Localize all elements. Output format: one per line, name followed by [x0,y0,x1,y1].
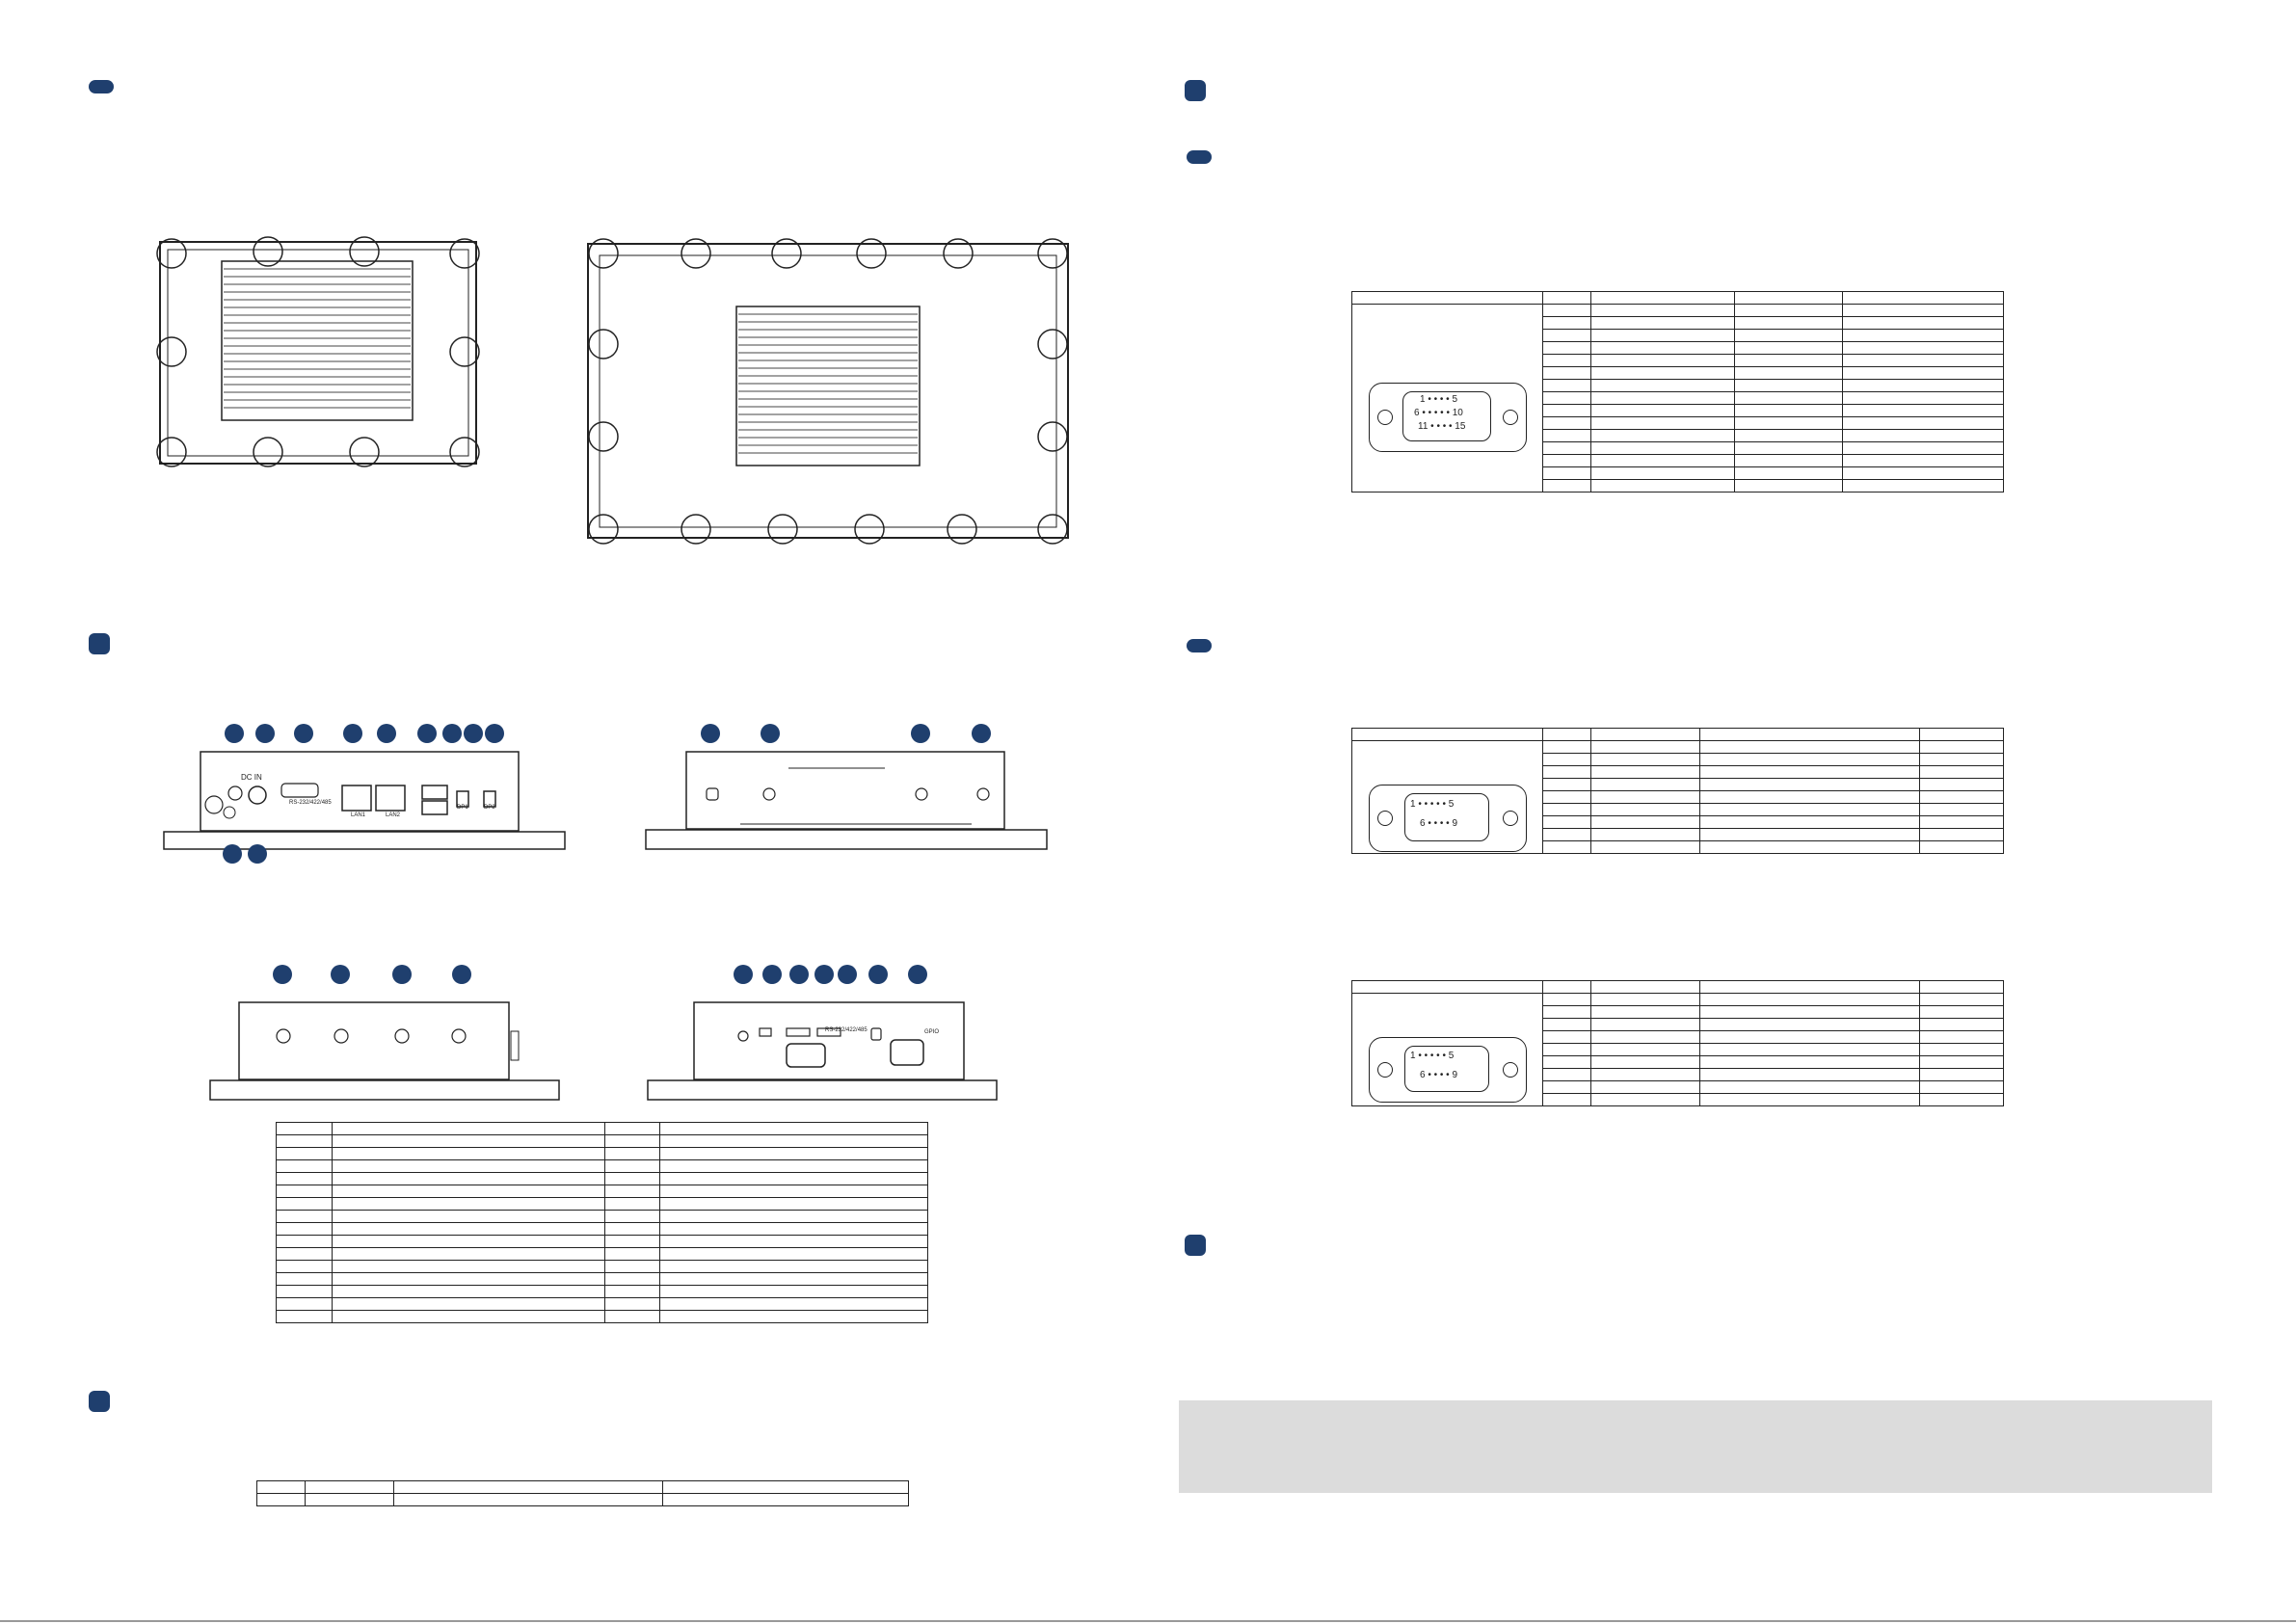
section-badge-2 [89,633,110,654]
callout [908,965,927,984]
db15-pins-row2: 6 • • • • • 10 [1414,408,1463,418]
port-label-dp2: DP2 [484,805,495,811]
section-badge-1 [89,80,114,93]
small-table [256,1480,909,1506]
callout [814,965,834,984]
section-badge-5 [1187,150,1212,164]
callout [442,724,462,743]
callout [225,724,244,743]
note-box [1179,1400,2212,1493]
callout [392,965,412,984]
callout [972,724,991,743]
callout [734,965,753,984]
port-label-dc-in: DC IN [241,773,262,782]
db15-pinout-table [1351,291,2004,493]
section-badge-3 [89,1391,110,1412]
io-view-bottom-drawing [163,751,566,850]
db9-connector-graphic-a: 1 • • • • • 5 6 • • • • 9 [1369,785,1527,852]
db9b-pins-row2: 6 • • • • 9 [1420,1070,1458,1080]
callout [273,965,292,984]
callout [762,965,782,984]
callout [789,965,809,984]
db9-connector-graphic-b: 1 • • • • • 5 6 • • • • 9 [1369,1037,1527,1103]
db15-pins-row1: 1 • • • • 5 [1420,394,1458,405]
db15-pins-row3: 11 • • • • 15 [1418,421,1466,432]
io-view-left-drawing [209,1001,560,1101]
callout [377,724,396,743]
callout [464,724,483,743]
callout [248,844,267,864]
callout [761,724,780,743]
callout [452,965,471,984]
callout [255,724,275,743]
section-badge-6 [1187,639,1212,652]
db9b-pins-row1: 1 • • • • • 5 [1410,1051,1455,1061]
callout [485,724,504,743]
callout [911,724,930,743]
section-badge-7 [1185,1235,1206,1256]
db15-connector-graphic: 1 • • • • 5 6 • • • • • 10 11 • • • • 15 [1369,383,1527,452]
callout [417,724,437,743]
rear-view-drawing-small [156,236,480,467]
callout [868,965,888,984]
db9a-pins-row1: 1 • • • • • 5 [1410,799,1455,810]
callout [838,965,857,984]
bottom-rule [0,1620,2296,1622]
io-view-right-drawing [647,1001,998,1101]
callout [343,724,362,743]
callout [331,965,350,984]
section-badge-4 [1185,80,1206,101]
port-label-lan2: LAN2 [386,812,401,818]
port-label-gpio: GPIO [924,1029,940,1035]
callout [223,844,242,864]
port-label-dp1: DP1 [457,805,468,811]
port-label-lan1: LAN1 [351,812,366,818]
callout [294,724,313,743]
callout [701,724,720,743]
port-label-rs232-2: RS-232/422/485 [825,1027,868,1033]
io-legend-table [276,1122,928,1323]
rear-view-drawing-large [587,238,1069,545]
io-view-top-drawing [645,751,1048,850]
db9a-pins-row2: 6 • • • • 9 [1420,818,1458,829]
port-label-rs232-1: RS-232/422/485 [289,800,332,806]
